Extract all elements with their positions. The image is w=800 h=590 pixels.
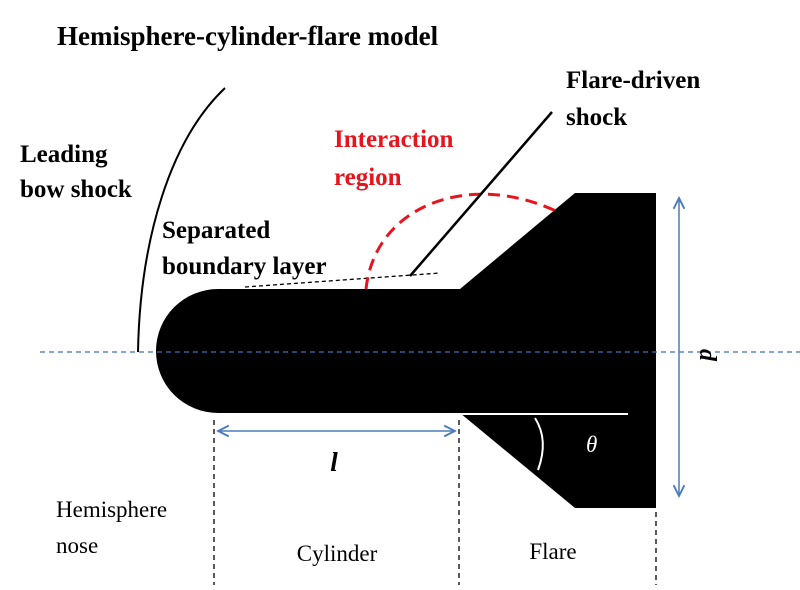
model-body xyxy=(156,193,656,508)
angle-label: θ xyxy=(586,432,597,457)
length-label: l xyxy=(330,447,338,477)
leading-bow-shock-label: Leading bow shock xyxy=(20,141,132,203)
separated-boundary-layer-line xyxy=(244,272,441,288)
diagram-title: Hemisphere-cylinder-flare model xyxy=(57,21,439,51)
interaction-region-arc xyxy=(364,192,559,290)
diameter-label: d xyxy=(694,349,720,362)
flare-section-label: Flare xyxy=(529,539,576,564)
flare-shock-line xyxy=(409,111,553,277)
flare-driven-shock-label: Flare-driven shock xyxy=(566,67,706,131)
interaction-region-label: Interaction region xyxy=(334,126,460,191)
flare-angle-arc xyxy=(534,417,544,471)
cylinder-section-label: Cylinder xyxy=(297,541,378,566)
bow-shock-curve xyxy=(137,87,226,353)
hemisphere-nose-label: Hemisphere nose xyxy=(56,497,173,558)
separated-boundary-layer-label: Separated boundary layer xyxy=(162,217,327,280)
